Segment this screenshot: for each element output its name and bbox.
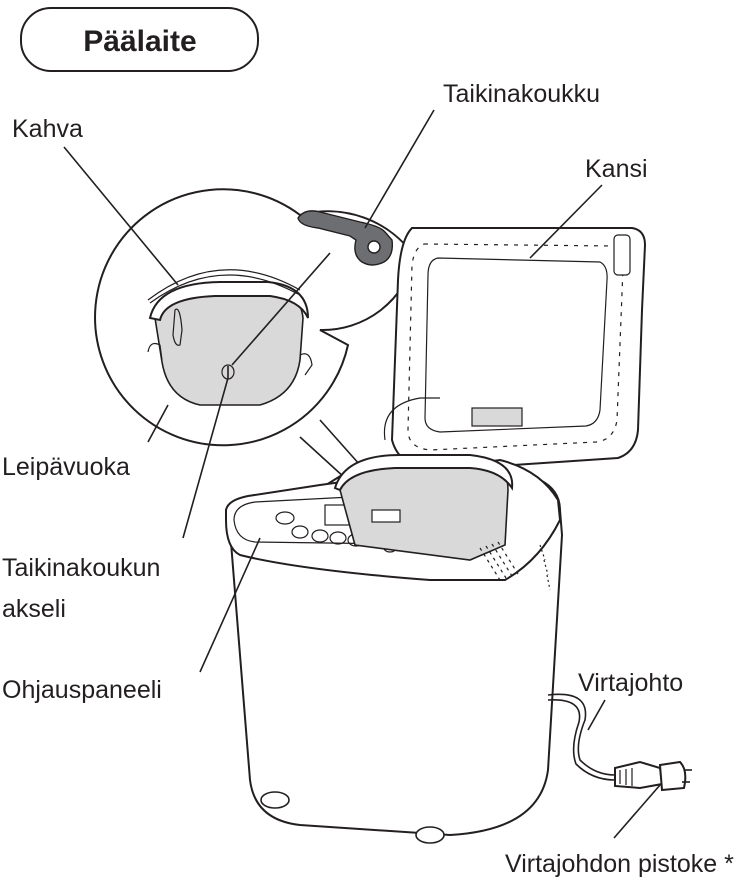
- label-kahva: Kahva: [12, 115, 83, 143]
- label-akseli-line1: Taikinakoukun: [2, 554, 160, 582]
- labels: Kahva Taikinakoukku Kansi Leipävuoka Tai…: [2, 80, 734, 878]
- label-taikinakoukku: Taikinakoukku: [443, 80, 600, 108]
- power-plug: [614, 760, 692, 792]
- label-virtajohto: Virtajohto: [578, 669, 683, 697]
- label-pistoke: Virtajohdon pistoke *: [505, 850, 734, 878]
- bread-pan-magnified: [147, 252, 331, 406]
- lid: [390, 227, 647, 472]
- dough-hook: [297, 210, 394, 266]
- power-cord: [547, 693, 616, 781]
- leader-lines: [63, 109, 661, 839]
- page-title: Päälaite: [83, 25, 196, 58]
- label-kansi: Kansi: [585, 155, 648, 183]
- title-box: Päälaite: [20, 7, 259, 72]
- label-leipavuoka: Leipävuoka: [2, 453, 130, 481]
- label-ohjauspaneeli: Ohjauspaneeli: [2, 676, 162, 704]
- machine-body: [225, 397, 564, 844]
- label-akseli-line2: akseli: [2, 595, 66, 623]
